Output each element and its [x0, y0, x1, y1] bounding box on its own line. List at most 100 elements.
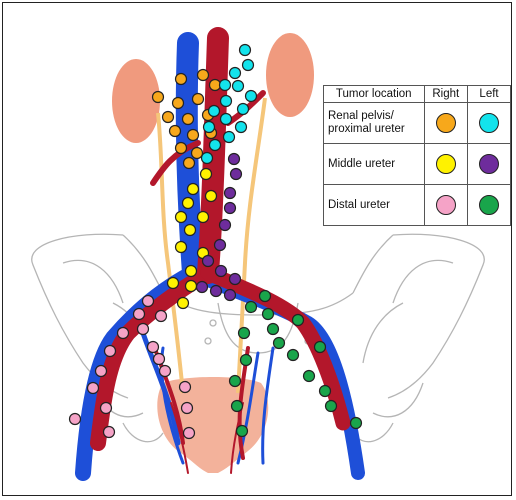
tumor-location-legend: Tumor location Right Left Renal pelvis/ … — [323, 85, 511, 226]
marker-distal-left — [274, 338, 285, 349]
legend-header-right: Right — [424, 86, 468, 103]
marker-middle-right — [168, 278, 179, 289]
marker-distal-right — [156, 311, 167, 322]
marker-distal-right — [104, 427, 115, 438]
marker-renal-right — [163, 112, 174, 123]
legend-swatch-middle-left — [479, 154, 499, 174]
marker-distal-left — [268, 324, 279, 335]
legend-header-left: Left — [468, 86, 511, 103]
legend-row-distal-ureter: Distal ureter — [324, 185, 511, 226]
marker-distal-left — [239, 328, 250, 339]
marker-distal-left — [293, 315, 304, 326]
marker-middle-left — [216, 266, 227, 277]
marker-renal-left — [224, 132, 235, 143]
marker-renal-left — [233, 81, 244, 92]
marker-renal-left — [221, 114, 232, 125]
marker-distal-left — [241, 355, 252, 366]
marker-middle-right — [185, 225, 196, 236]
marker-renal-left — [210, 140, 221, 151]
marker-middle-left — [203, 256, 214, 267]
left-kidney — [266, 33, 314, 117]
marker-middle-right — [188, 184, 199, 195]
legend-swatch-middle-right — [436, 154, 456, 174]
marker-distal-left — [304, 371, 315, 382]
legend-row-middle-ureter: Middle ureter — [324, 144, 511, 185]
marker-distal-right — [118, 328, 129, 339]
marker-distal-left — [237, 426, 248, 437]
marker-middle-right — [176, 242, 187, 253]
marker-distal-left — [351, 418, 362, 429]
marker-renal-right — [176, 74, 187, 85]
marker-renal-right — [176, 143, 187, 154]
marker-renal-right — [193, 94, 204, 105]
marker-middle-left — [231, 169, 242, 180]
marker-renal-right — [210, 80, 221, 91]
marker-middle-left — [197, 282, 208, 293]
legend-row-renal-pelvis: Renal pelvis/ proximal ureter — [324, 103, 511, 144]
marker-renal-left — [236, 122, 247, 133]
legend-header-row: Tumor location Right Left — [324, 86, 511, 103]
marker-middle-left — [230, 274, 241, 285]
marker-middle-left — [215, 240, 226, 251]
legend-swatch-renal-left — [479, 113, 499, 133]
marker-distal-right — [148, 342, 159, 353]
marker-distal-left — [326, 401, 337, 412]
marker-distal-left — [320, 386, 331, 397]
marker-renal-right — [188, 130, 199, 141]
marker-middle-left — [229, 154, 240, 165]
marker-distal-right — [134, 309, 145, 320]
right-kidney — [112, 59, 160, 143]
marker-renal-left — [230, 68, 241, 79]
marker-middle-right — [176, 212, 187, 223]
marker-renal-right — [173, 98, 184, 109]
marker-distal-left — [263, 309, 274, 320]
marker-middle-right — [198, 212, 209, 223]
marker-distal-right — [138, 324, 149, 335]
marker-distal-left — [288, 350, 299, 361]
marker-distal-right — [180, 382, 191, 393]
marker-renal-left — [246, 91, 257, 102]
marker-middle-right — [178, 298, 189, 309]
marker-renal-left — [202, 153, 213, 164]
legend-swatch-renal-right — [436, 113, 456, 133]
marker-distal-left — [260, 291, 271, 302]
marker-middle-left — [225, 290, 236, 301]
marker-middle-left — [225, 203, 236, 214]
legend-label-renal-pelvis: Renal pelvis/ proximal ureter — [324, 103, 425, 144]
marker-middle-right — [201, 169, 212, 180]
marker-distal-right — [88, 383, 99, 394]
marker-renal-right — [170, 126, 181, 137]
marker-distal-right — [182, 403, 193, 414]
marker-renal-left — [238, 104, 249, 115]
marker-renal-right — [184, 158, 195, 169]
marker-distal-right — [184, 428, 195, 439]
legend-label-distal-ureter: Distal ureter — [324, 185, 425, 226]
legend-header-location: Tumor location — [324, 86, 425, 103]
marker-middle-left — [220, 220, 231, 231]
marker-renal-left — [240, 45, 251, 56]
marker-renal-left — [209, 106, 220, 117]
marker-renal-left — [204, 122, 215, 133]
marker-distal-right — [160, 366, 171, 377]
marker-renal-left — [243, 60, 254, 71]
marker-distal-right — [96, 366, 107, 377]
legend-swatch-distal-right — [436, 195, 456, 215]
marker-renal-right — [153, 92, 164, 103]
marker-renal-right — [192, 148, 203, 159]
marker-distal-right — [154, 354, 165, 365]
marker-distal-left — [230, 376, 241, 387]
marker-distal-right — [143, 296, 154, 307]
marker-renal-left — [221, 96, 232, 107]
legend-swatch-distal-left — [479, 195, 499, 215]
legend-label-middle-ureter: Middle ureter — [324, 144, 425, 185]
marker-middle-left — [211, 286, 222, 297]
marker-distal-right — [70, 414, 81, 425]
marker-middle-left — [225, 188, 236, 199]
marker-middle-right — [206, 191, 217, 202]
marker-distal-right — [101, 403, 112, 414]
marker-distal-left — [315, 342, 326, 353]
marker-renal-left — [220, 80, 231, 91]
marker-middle-right — [186, 281, 197, 292]
marker-middle-right — [183, 198, 194, 209]
marker-distal-left — [246, 302, 257, 313]
